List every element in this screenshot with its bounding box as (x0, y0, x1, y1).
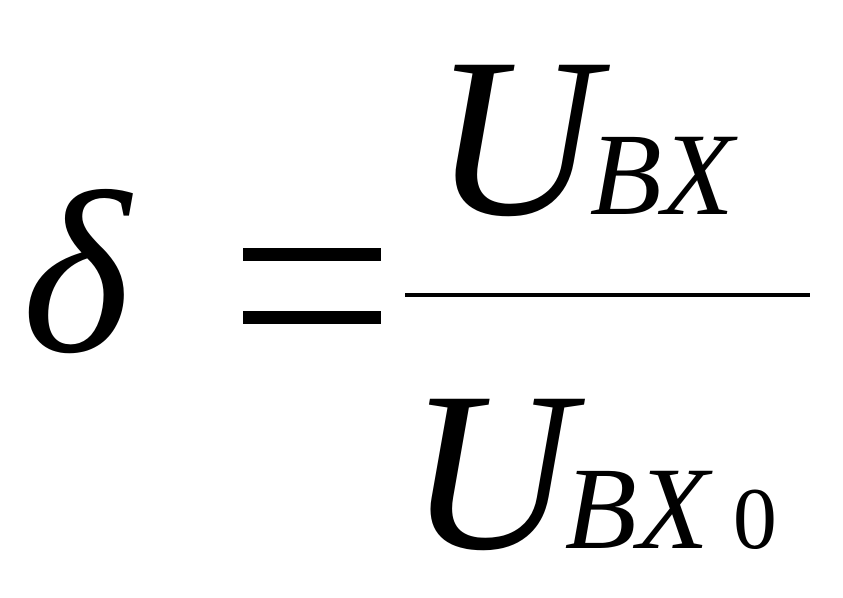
denominator-subscript: BX (564, 443, 709, 574)
fraction-bar (405, 293, 810, 297)
numerator-u: U (433, 12, 598, 264)
equals-bar-top (243, 248, 381, 261)
denominator-u: U (408, 346, 573, 598)
delta-symbol: δ (22, 145, 130, 402)
equals-sign (243, 248, 381, 326)
numerator-subscript: BX (589, 109, 734, 240)
equals-bar-bottom (243, 311, 381, 324)
denominator-index: 0 (732, 471, 777, 568)
numerator: UBX (433, 24, 734, 252)
